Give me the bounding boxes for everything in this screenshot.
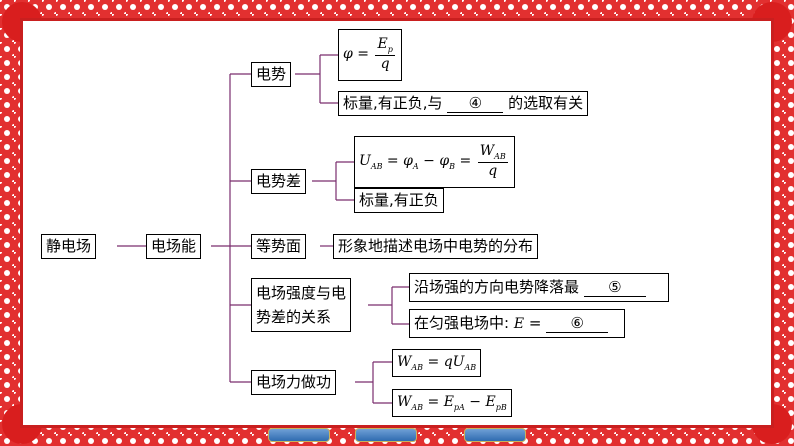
relation-item2: 在匀强电场中: E = ⑥: [409, 309, 625, 338]
work-formula-1: WAB = qUAB: [392, 349, 481, 377]
equi-label: 等势面: [256, 237, 301, 255]
nav-next-button[interactable]: [464, 428, 526, 442]
nav-home-button[interactable]: [355, 428, 417, 442]
root-node: 静电场: [41, 234, 96, 259]
level1-label: 电场能: [151, 237, 196, 255]
pd-fraction: WAB q: [478, 143, 508, 179]
potential-node: 电势: [251, 62, 291, 87]
pd-label: 电势差: [256, 172, 301, 190]
equi-node: 等势面: [251, 234, 306, 259]
potential-note: 标量,有正负,与 ④ 的选取有关: [338, 91, 588, 116]
potential-fraction: Ep q: [375, 36, 394, 72]
equi-note: 形象地描述电场中电势的分布: [333, 234, 538, 259]
work-label: 电场力做功: [256, 373, 331, 391]
potential-formula: φ = Ep q: [338, 29, 402, 81]
nav-prev-button[interactable]: [268, 428, 330, 442]
blank-4: ④: [447, 94, 503, 113]
pd-note: 标量,有正负: [354, 188, 444, 213]
pd-node: 电势差: [251, 169, 306, 194]
pd-formula: UAB = φA − φB = WAB q: [354, 136, 515, 188]
blank-6: ⑥: [546, 314, 608, 333]
potential-label: 电势: [256, 65, 286, 83]
work-formula-2: WAB = EpA − EpB: [392, 389, 512, 417]
root-label: 静电场: [46, 237, 91, 255]
relation-node: 电场强度与电 势差的关系: [251, 278, 351, 332]
blank-5: ⑤: [584, 278, 646, 297]
level1-node: 电场能: [146, 234, 201, 259]
relation-item1: 沿场强的方向电势降落最 ⑤: [409, 273, 669, 302]
work-node: 电场力做功: [251, 370, 336, 395]
